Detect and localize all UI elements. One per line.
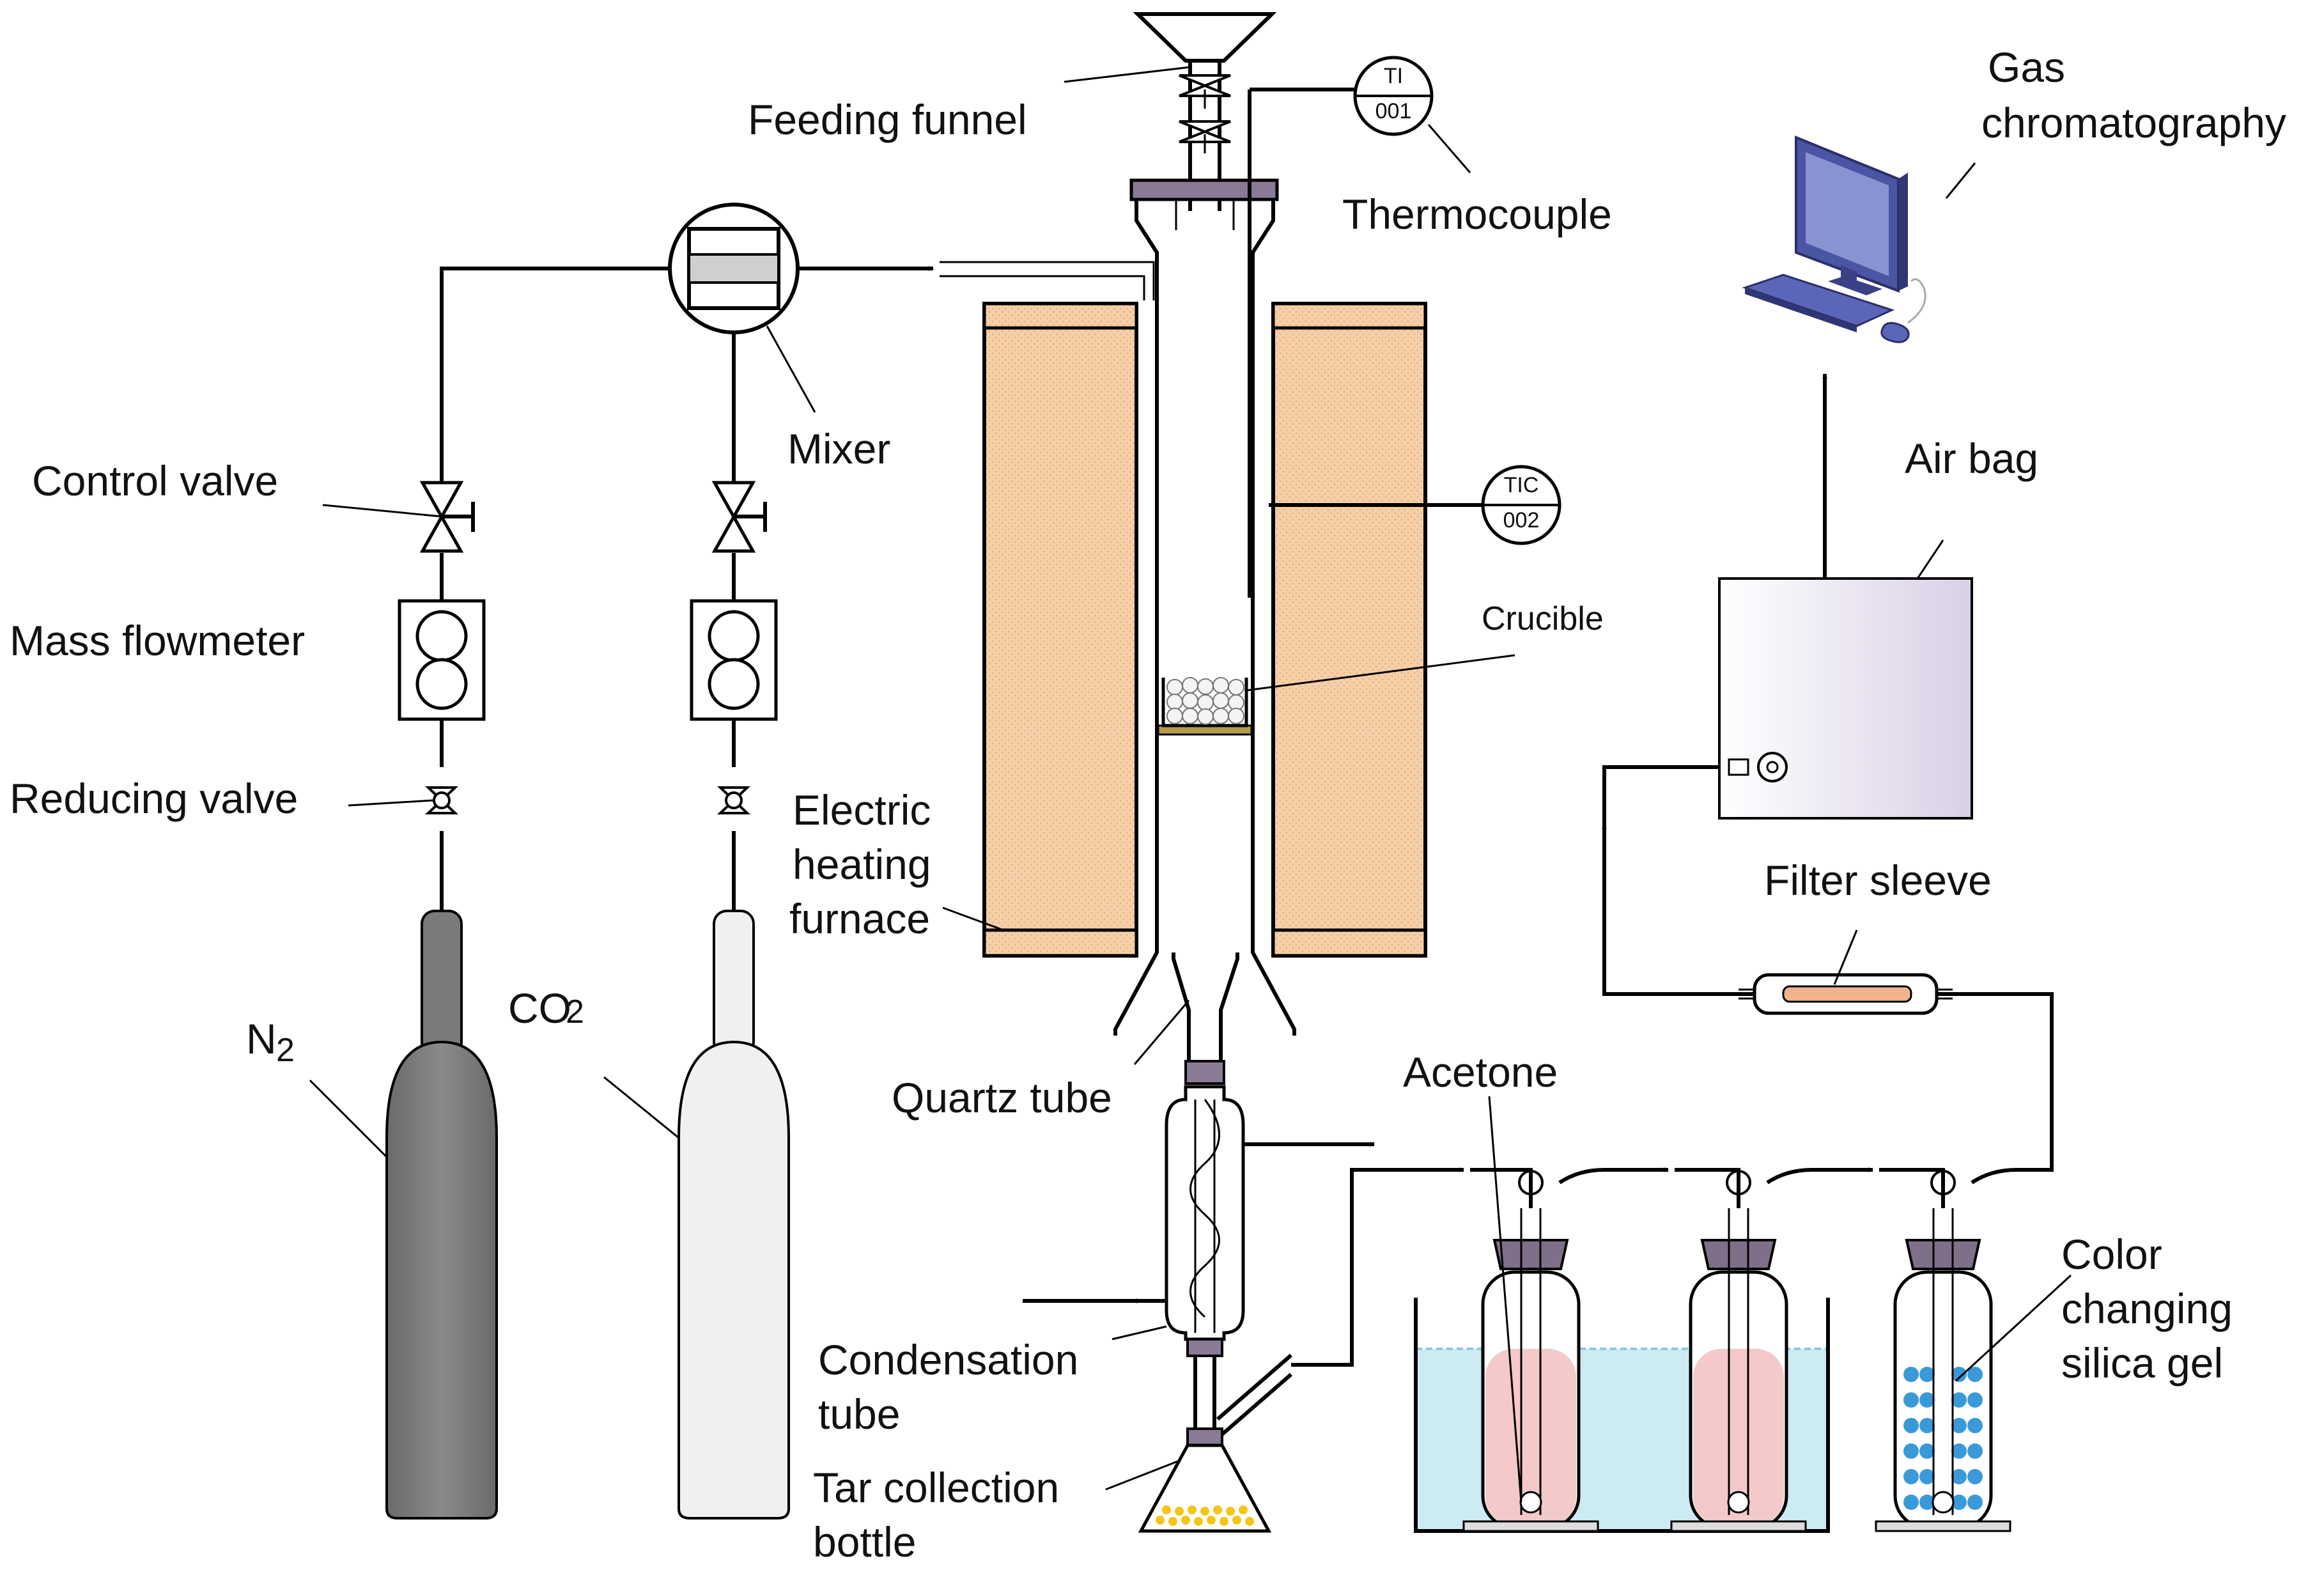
co2-label: CO 2 (508, 984, 584, 1032)
condensation-tube-label-line-1: Condensation (818, 1336, 1078, 1383)
tar-collection-bottle (1138, 1356, 1272, 1533)
condensation-tube (1141, 1085, 1269, 1357)
co2-label-subscript: 2 (566, 993, 584, 1030)
ti-tag: TI (1384, 64, 1403, 88)
gas-chromatography-label-line-1: Gas (1988, 43, 2065, 91)
thermocouple-label: Thermocouple (1342, 190, 1612, 238)
gas-chromatography-label-line-2: chromatography (1981, 99, 2286, 146)
condensation-tube-label-line-2: tube (818, 1390, 900, 1438)
n2-label-main: N (246, 1015, 277, 1062)
tar-collection-label-line-1: Tar collection (813, 1464, 1059, 1511)
tar-collection-label-line-2: bottle (813, 1518, 916, 1566)
crucible (1157, 677, 1253, 736)
furnace-label-line-3: furnace (789, 895, 930, 942)
furnace-label-line-1: Electric (793, 786, 931, 834)
mixer-label: Mixer (787, 425, 890, 472)
n2-cylinder (385, 910, 498, 1519)
acetone-bottle-2 (1670, 1170, 1807, 1532)
air-bag (1718, 577, 1973, 820)
gas-chromatography-computer (1742, 136, 1926, 343)
acetone-bottle-1 (1462, 1170, 1599, 1532)
air-bag-label: Air bag (1905, 435, 2038, 482)
silica-gel-label-line-2: changing (2061, 1285, 2233, 1332)
quartz-tube-label: Quartz tube (892, 1074, 1112, 1121)
tic-number: 002 (1503, 508, 1540, 532)
silica-gel-label-line-3: silica gel (2061, 1339, 2223, 1387)
control-valve-label: Control valve (32, 457, 278, 504)
control-valve-co2[interactable] (711, 481, 767, 553)
co2-cylinder (678, 910, 790, 1519)
filter-sleeve-label: Filter sleeve (1764, 857, 1992, 904)
reducing-valve-co2[interactable] (717, 786, 750, 814)
ti-number: 001 (1375, 99, 1412, 123)
crucible-label: Crucible (1482, 600, 1604, 637)
ti-001-indicator: TI 001 (1353, 56, 1434, 136)
co2-label-main: CO (508, 984, 571, 1032)
mass-flowmeter-n2 (398, 599, 486, 721)
reducing-valve-label: Reducing valve (10, 775, 298, 822)
filter-sleeve (1739, 973, 1953, 1015)
n2-label: N 2 (246, 1015, 295, 1069)
reducing-valve-n2[interactable] (425, 786, 458, 814)
tic-tag: TIC (1504, 473, 1539, 497)
silica-gel-bottle (1875, 1170, 2011, 1532)
n2-label-subscript: 2 (276, 1032, 295, 1069)
mixer (668, 203, 800, 334)
control-valve-n2[interactable] (419, 481, 475, 553)
acetone-label: Acetone (1403, 1048, 1558, 1096)
mass-flowmeter-label: Mass flowmeter (10, 617, 305, 664)
tic-002-controller: TIC 002 (1269, 465, 1561, 545)
feeding-funnel-label: Feeding funnel (748, 96, 1027, 143)
furnace-label-line-2: heating (793, 841, 931, 888)
silica-gel-label-line-1: Color (2061, 1231, 2162, 1278)
electric-heating-furnace (982, 302, 1427, 958)
mass-flowmeter-co2 (690, 599, 778, 721)
